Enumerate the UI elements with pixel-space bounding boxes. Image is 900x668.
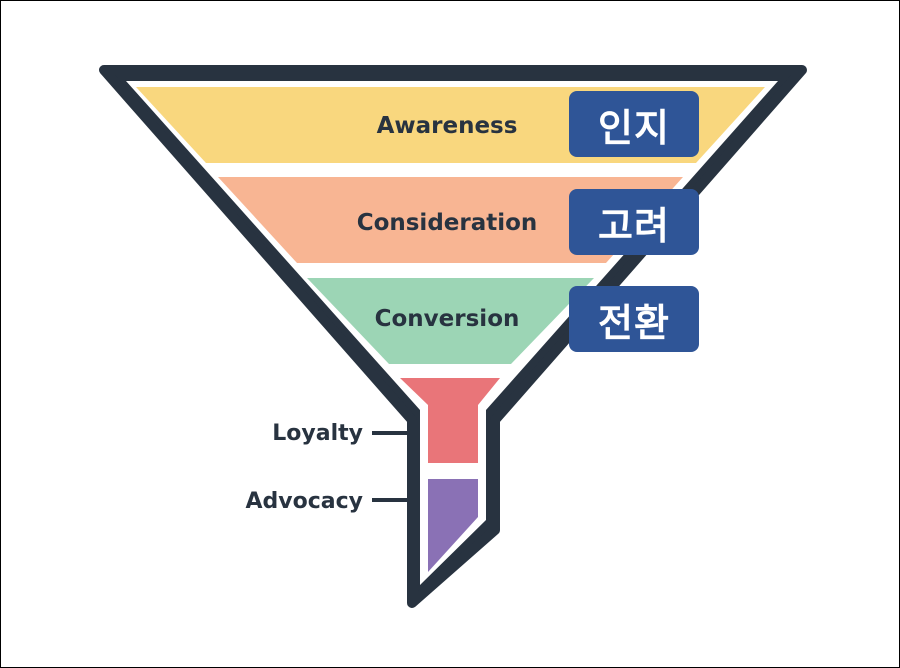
stage-label-conversion: Conversion xyxy=(375,306,520,332)
badge-consideration: 고려 xyxy=(569,189,699,255)
stage-band-conversion xyxy=(307,278,594,364)
stage-label-consideration: Consideration xyxy=(357,210,538,236)
neck-band-loyalty xyxy=(400,378,500,463)
neck-label-advocacy: Advocacy xyxy=(246,489,364,514)
stage-label-awareness: Awareness xyxy=(377,113,518,139)
neck-label-loyalty: Loyalty xyxy=(272,421,363,446)
neck-band-advocacy xyxy=(428,479,478,572)
stage-band-consideration xyxy=(218,177,683,263)
badge-conversion: 전환 xyxy=(569,286,699,352)
badge-awareness: 인지 xyxy=(569,91,699,157)
